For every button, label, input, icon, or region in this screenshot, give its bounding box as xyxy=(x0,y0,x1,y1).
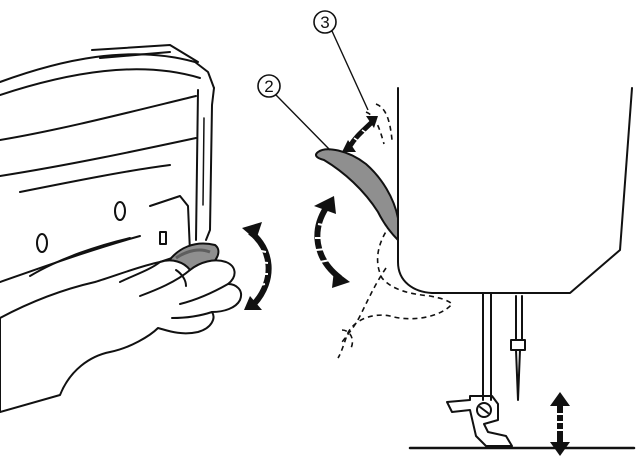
double-arrow-vertical-icon xyxy=(550,392,570,456)
machine-top-edge xyxy=(0,53,215,89)
callout-3-label: 3 xyxy=(320,13,329,32)
lever-alternate-positions xyxy=(337,103,454,359)
operator-hand xyxy=(0,259,242,413)
presser-foot-lever-right xyxy=(315,148,399,241)
callout-3: 3 xyxy=(313,10,369,111)
machine-rear-view xyxy=(0,44,215,283)
double-arrow-curved-icon xyxy=(242,222,272,310)
screw-hole xyxy=(36,233,48,253)
callout-2-label: 2 xyxy=(264,77,273,96)
double-arrow-curved-icon xyxy=(314,196,350,288)
machine-side-panel xyxy=(205,87,215,241)
screw-hole xyxy=(114,201,126,221)
presser-foot xyxy=(446,395,513,447)
machine-head-side-view xyxy=(397,87,636,450)
callout-2: 2 xyxy=(257,74,331,151)
double-arrow-curved-icon xyxy=(342,116,378,152)
